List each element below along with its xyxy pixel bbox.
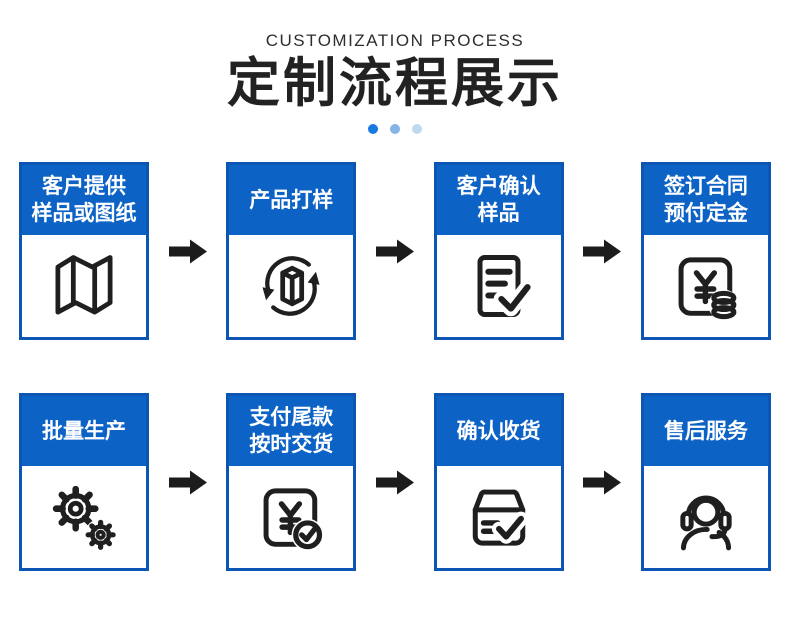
step-label: 客户确认 样品 (436, 165, 561, 236)
arrow-right-icon (583, 469, 622, 496)
page-title: 定制流程展示 (227, 54, 563, 113)
step-card-customer-samples: 客户提供 样品或图纸 (19, 162, 149, 341)
prototype-icon (253, 248, 329, 324)
gears-icon (46, 479, 122, 555)
arrow-right-icon (583, 238, 622, 265)
map-icon (46, 248, 122, 324)
subtitle: CUSTOMIZATION PROCESS (265, 31, 525, 50)
step-label: 产品打样 (229, 165, 354, 236)
step-label: 批量生产 (22, 396, 146, 467)
step-card-confirm-sample: 客户确认 样品 (433, 162, 564, 341)
flow-row-1: 客户提供 样品或图纸 产品打样 (0, 162, 790, 341)
process-flow: 客户提供 样品或图纸 产品打样 (0, 162, 790, 572)
flow-row-2: 批量生产 (0, 393, 790, 572)
checklist-icon (461, 248, 537, 324)
arrow-right-icon (375, 469, 414, 496)
delivery-icon (461, 479, 537, 555)
step-card-prototype: 产品打样 (226, 162, 357, 341)
step-card-final-payment: 支付尾款 按时交货 (226, 393, 357, 572)
step-label: 客户提供 样品或图纸 (22, 165, 146, 236)
dot-active-icon (367, 124, 378, 135)
dot-icon (412, 124, 423, 135)
step-card-confirm-receipt: 确认收货 (433, 393, 564, 572)
step-label: 签订合同 预付定金 (643, 165, 768, 236)
pagination-dots (0, 124, 790, 135)
step-card-after-sales: 售后服务 (640, 393, 771, 572)
deposit-icon (668, 248, 744, 324)
service-icon (668, 479, 744, 555)
step-label: 售后服务 (643, 396, 768, 467)
arrow-right-icon (168, 238, 207, 265)
step-label: 确认收货 (436, 396, 561, 467)
step-label: 支付尾款 按时交货 (229, 396, 354, 467)
step-card-mass-production: 批量生产 (19, 393, 149, 572)
step-card-contract-deposit: 签订合同 预付定金 (640, 162, 771, 341)
arrow-right-icon (375, 238, 414, 265)
arrow-right-icon (168, 469, 207, 496)
payment-icon (253, 479, 329, 555)
dot-icon (390, 124, 400, 135)
